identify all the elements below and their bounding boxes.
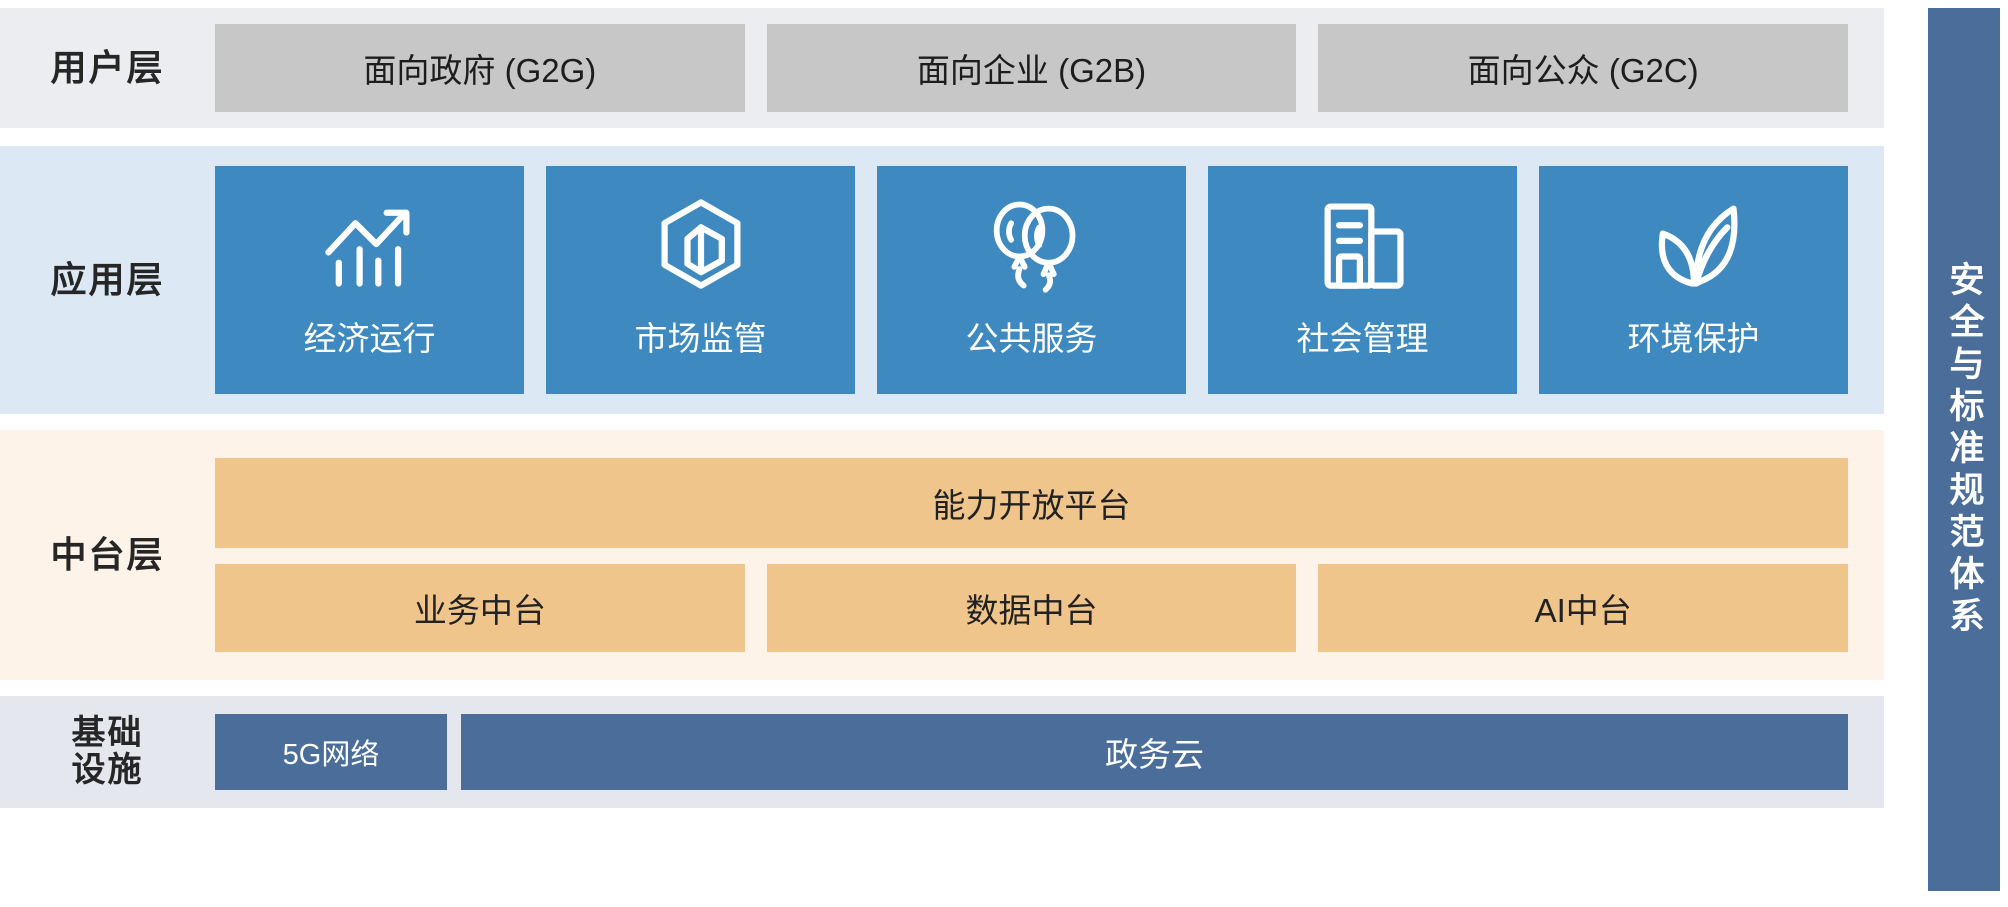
infrastructure-layer-label-line1: 基础 — [71, 713, 144, 752]
user-layer: 用户层 面向政府 (G2G) 面向企业 (G2B) 面向公众 (G2C) — [0, 8, 1884, 128]
user-box-g2g[interactable]: 面向政府 (G2G) — [215, 24, 745, 112]
leaf-icon — [1642, 192, 1746, 296]
middle-platform-layer-label: 中台层 — [50, 533, 165, 575]
app-card-market-supervision-label: 市场监管 — [634, 320, 767, 357]
security-standards-label: 安全与标准规范体系 — [1944, 260, 1984, 639]
middle-platform-row: 业务中台 数据中台 AI中台 — [215, 564, 1849, 652]
ai-middle-platform-box[interactable]: AI中台 — [1318, 564, 1849, 652]
application-layer: 应用层 经济运行 — [0, 146, 1884, 414]
user-box-g2g-label: 面向政府 (G2G) — [363, 52, 597, 89]
data-middle-platform-box[interactable]: 数据中台 — [766, 564, 1297, 652]
app-card-market-supervision[interactable]: 市场监管 — [546, 166, 855, 394]
app-card-economic-operation[interactable]: 经济运行 — [215, 166, 524, 394]
app-card-social-management[interactable]: 社会管理 — [1208, 166, 1517, 394]
infra-box-government-cloud[interactable]: 政务云 — [461, 714, 1848, 790]
infrastructure-layer: 基础 设施 5G网络 政务云 — [0, 696, 1884, 808]
security-standards-bar: 安全与标准规范体系 — [1928, 8, 2000, 891]
user-box-g2c-label: 面向公众 (G2C) — [1467, 52, 1699, 89]
ai-middle-platform-label: AI中台 — [1534, 592, 1632, 629]
trending-chart-icon — [318, 192, 422, 296]
infrastructure-layer-body: 5G网络 政务云 — [215, 714, 1884, 790]
capability-open-platform-box[interactable]: 能力开放平台 — [215, 458, 1848, 548]
app-card-public-service[interactable]: 公共服务 — [877, 166, 1186, 394]
infrastructure-layer-label-line2: 设施 — [71, 751, 144, 789]
user-box-g2b-label: 面向企业 (G2B) — [916, 52, 1147, 89]
user-layer-label: 用户层 — [50, 46, 165, 88]
application-layer-label: 应用层 — [50, 258, 165, 300]
buildings-icon — [1311, 192, 1415, 296]
business-middle-platform-label: 业务中台 — [413, 592, 546, 629]
data-middle-platform-label: 数据中台 — [965, 592, 1098, 629]
layers-column: 用户层 面向政府 (G2G) 面向企业 (G2B) 面向公众 (G2C) 应用层 — [0, 8, 1884, 808]
user-box-g2b[interactable]: 面向企业 (G2B) — [766, 24, 1297, 112]
app-card-social-management-label: 社会管理 — [1296, 320, 1429, 357]
infra-box-5g-network[interactable]: 5G网络 — [215, 714, 447, 790]
balloons-icon — [980, 192, 1084, 296]
application-layer-body: 经济运行 市场监管 — [215, 166, 1884, 394]
app-card-public-service-label: 公共服务 — [965, 320, 1098, 357]
business-middle-platform-box[interactable]: 业务中台 — [215, 564, 745, 652]
user-box-g2c[interactable]: 面向公众 (G2C) — [1318, 24, 1849, 112]
middle-platform-layer: 中台层 能力开放平台 业务中台 数据中台 AI中台 — [0, 430, 1884, 680]
hexagon-cube-icon — [649, 192, 753, 296]
capability-open-platform-label: 能力开放平台 — [932, 487, 1131, 524]
infrastructure-layer-label: 基础 设施 — [0, 713, 215, 790]
infra-box-government-cloud-label: 政务云 — [1105, 736, 1204, 773]
app-card-environment-protection[interactable]: 环境保护 — [1539, 166, 1848, 394]
middle-platform-layer-body: 能力开放平台 业务中台 数据中台 AI中台 — [215, 458, 1884, 652]
app-card-environment-protection-label: 环境保护 — [1627, 320, 1760, 357]
app-card-economic-operation-label: 经济运行 — [303, 320, 436, 357]
user-layer-body: 面向政府 (G2G) 面向企业 (G2B) 面向公众 (G2C) — [215, 24, 1884, 112]
infra-box-5g-network-label: 5G网络 — [282, 739, 380, 771]
